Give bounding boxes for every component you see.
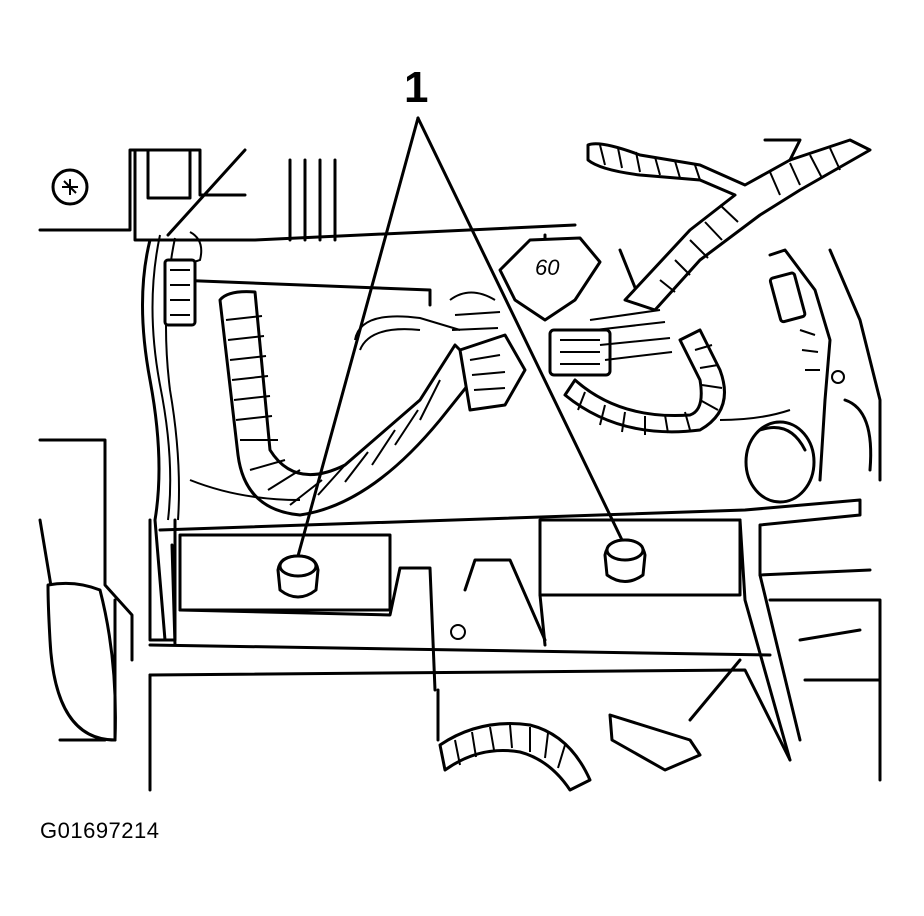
lower-panel [148, 658, 792, 792]
callout-number: 1 [404, 63, 429, 112]
upper-right-harness [586, 138, 872, 312]
right-side-components [744, 248, 882, 504]
center-connector: 60 [449, 236, 673, 412]
bolt-right [603, 538, 647, 583]
left-wire-harness [141, 231, 203, 642]
mounting-bracket [148, 498, 882, 782]
callout-leaders [296, 116, 624, 558]
bolt-left [276, 554, 320, 599]
left-bracket [46, 581, 117, 742]
ground-symbol-icon [51, 168, 89, 206]
stray-glyph: 60 [535, 255, 560, 280]
main-wire-harness [218, 290, 482, 517]
right-loop-harness [563, 328, 791, 435]
lower-wire-harness [438, 722, 592, 792]
figure-id: G01697214 [40, 818, 160, 843]
thin-wires [189, 315, 461, 501]
